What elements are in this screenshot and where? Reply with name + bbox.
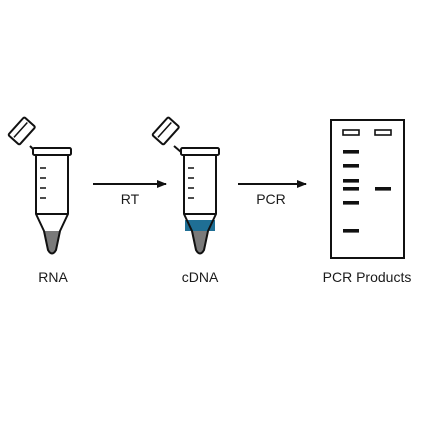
- ladder-band: [343, 150, 359, 154]
- rna-tube: [7, 116, 72, 255]
- sample-band: [375, 187, 391, 191]
- label-rna: RNA: [38, 269, 68, 285]
- rna-tube-body: [35, 154, 69, 255]
- cdna-band: [185, 220, 215, 231]
- rna-tube-graduations: [40, 167, 46, 199]
- ladder-bands: [343, 150, 359, 233]
- ladder-band: [343, 229, 359, 233]
- cdna-tube: [151, 116, 220, 255]
- gel-well-sample: [374, 129, 392, 136]
- label-rt: RT: [121, 191, 140, 207]
- cdna-tube-hinge: [173, 145, 182, 153]
- label-cdna: cDNA: [182, 269, 219, 285]
- cdna-tube-graduations: [188, 167, 194, 199]
- label-pcr: PCR: [256, 191, 286, 207]
- cdna-tube-body: [183, 154, 217, 255]
- ladder-band: [343, 164, 359, 168]
- rna-tube-rim: [32, 147, 72, 156]
- ladder-band: [343, 179, 359, 183]
- ladder-band: [343, 201, 359, 205]
- gel: [330, 119, 405, 259]
- rna-tube-cap: [7, 116, 36, 146]
- gel-well-ladder: [342, 129, 360, 136]
- cdna-tube-cap: [151, 116, 180, 146]
- cdna-tube-rim: [180, 147, 220, 156]
- label-pcr-products: PCR Products: [323, 269, 412, 285]
- ladder-band: [343, 187, 359, 191]
- gel-frame: [330, 119, 405, 259]
